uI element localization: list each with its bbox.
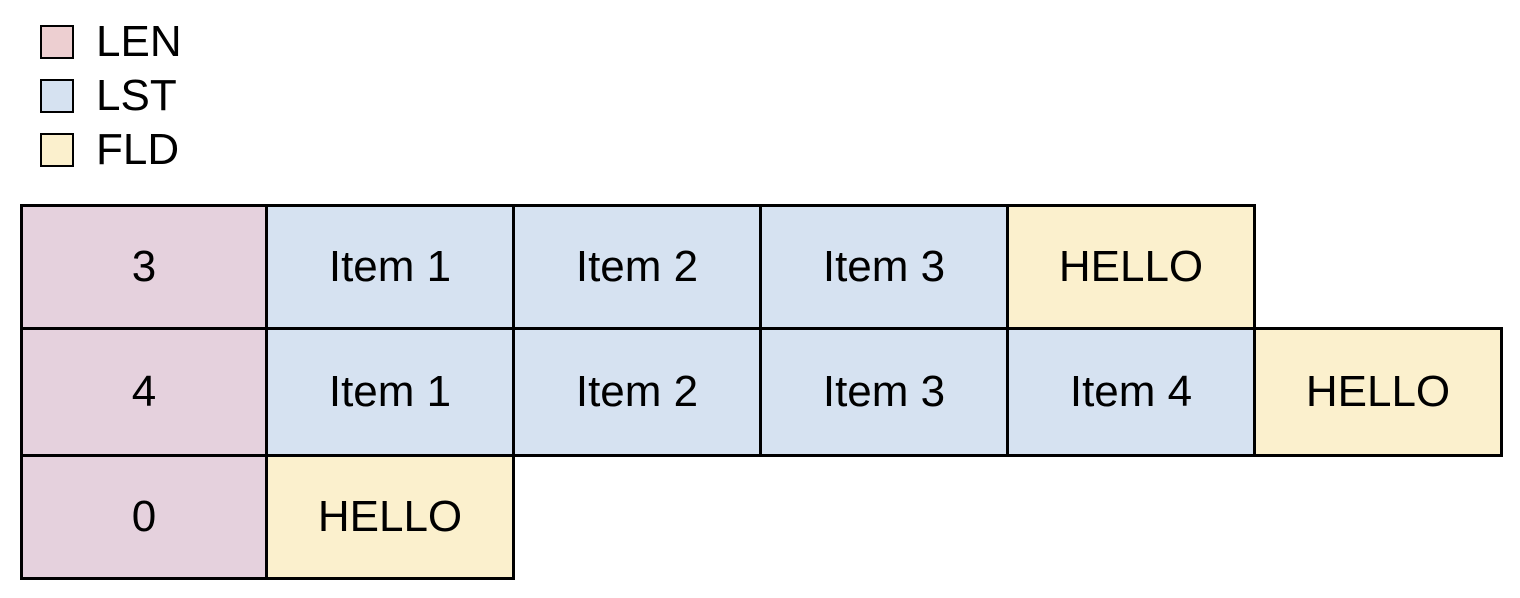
cell-lst: Item 1	[265, 204, 515, 330]
cell-fld: HELLO	[1006, 204, 1256, 330]
legend-item-len: LEN	[40, 20, 182, 64]
cell-lst: Item 3	[759, 327, 1009, 457]
cell-lst: Item 2	[512, 204, 762, 330]
fld-color-swatch	[40, 133, 74, 167]
legend-item-fld: FLD	[40, 128, 182, 172]
cell-len: 4	[20, 327, 268, 457]
cell-lst: Item 4	[1006, 327, 1256, 457]
legend-item-lst: LST	[40, 74, 182, 118]
cell-lst: Item 1	[265, 327, 515, 457]
cell-len: 3	[20, 204, 268, 330]
cell-fld: HELLO	[265, 454, 515, 580]
len-color-swatch	[40, 25, 74, 59]
legend-label-len: LEN	[96, 17, 182, 66]
legend-label-lst: LST	[96, 71, 177, 120]
cell-lst: Item 2	[512, 327, 762, 457]
lst-color-swatch	[40, 79, 74, 113]
cell-fld: HELLO	[1253, 327, 1503, 457]
legend-label-fld: FLD	[96, 125, 180, 174]
cell-len: 0	[20, 454, 268, 580]
cell-lst: Item 3	[759, 204, 1009, 330]
legend: LEN LST FLD	[40, 20, 182, 172]
